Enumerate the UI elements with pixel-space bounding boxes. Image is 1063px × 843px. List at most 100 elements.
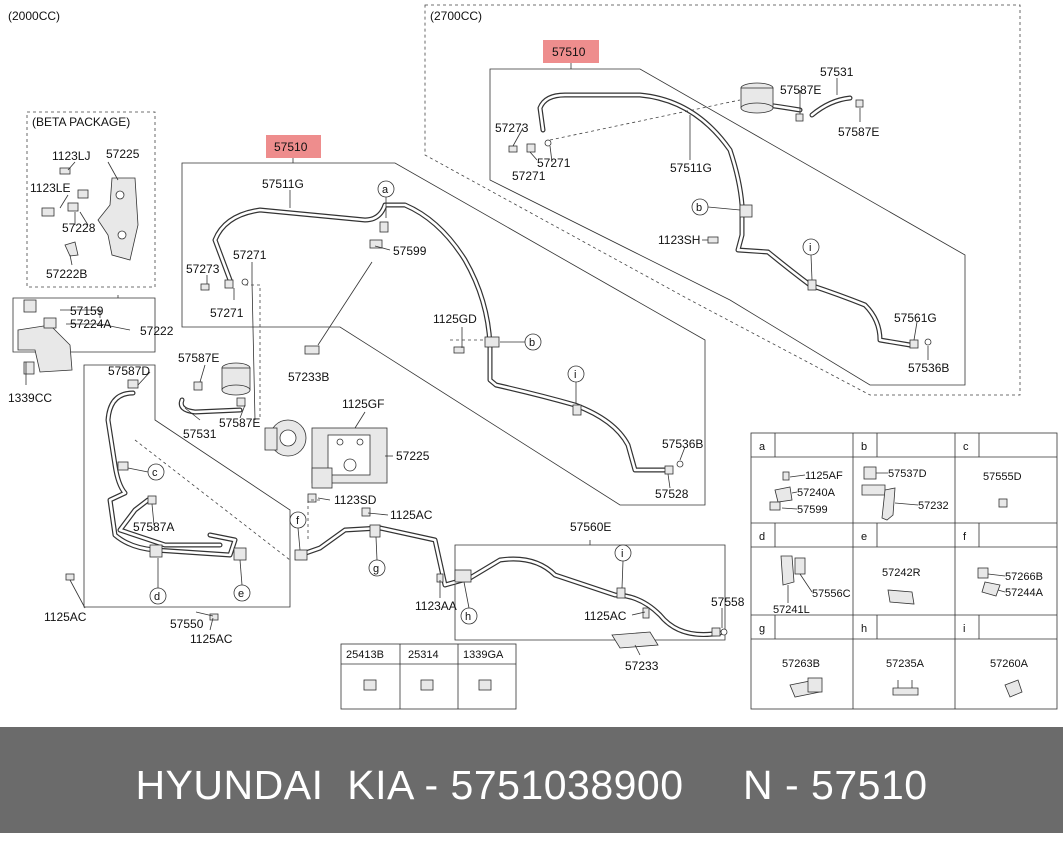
svg-text:1125AC: 1125AC [190,632,233,646]
callout-circles: a b c d e f g h i b i i [127,180,820,625]
leader-lines [25,161,723,656]
svg-text:1339GA: 1339GA [463,649,504,661]
svg-text:57558: 57558 [711,595,745,609]
svg-text:1123SD: 1123SD [334,493,377,507]
svg-text:1125AF: 1125AF [805,470,843,482]
svg-text:1125AC: 1125AC [390,508,433,522]
svg-text:57531: 57531 [183,427,217,441]
legend-key-g: g [759,623,765,635]
svg-text:h: h [465,611,471,623]
reservoir-2700-icon [740,82,774,114]
legend-key-a: a [759,441,766,453]
svg-text:57222: 57222 [140,324,174,338]
svg-text:57242R: 57242R [882,567,921,579]
variant-label-2000cc: (2000CC) [8,9,60,23]
svg-text:1125AC: 1125AC [584,609,627,623]
svg-text:57550: 57550 [170,617,204,631]
variant-label-2700cc: (2700CC) [430,9,482,23]
svg-text:i: i [809,242,811,254]
region-2700cc [424,4,1021,396]
svg-text:f: f [296,515,300,527]
legend-key-e: e [861,531,867,543]
svg-text:25314: 25314 [408,649,439,661]
highlight-box-left [266,135,321,158]
part-number-text: HYUNDAI KIA - 5751038900 N - 57510 [135,762,928,808]
svg-text:57599: 57599 [797,504,828,516]
svg-text:57271: 57271 [210,306,244,320]
svg-text:57271: 57271 [537,156,571,170]
svg-text:57537D: 57537D [888,468,927,480]
svg-text:1125GD: 1125GD [433,312,477,326]
svg-text:25413B: 25413B [346,649,384,661]
svg-text:57587E: 57587E [780,83,821,97]
svg-text:57273: 57273 [495,121,529,135]
label-57225-beta: 57225 [106,147,140,161]
pump-mount-bracket-icon [17,299,73,375]
svg-text:57587E: 57587E [178,351,219,365]
svg-text:57587E: 57587E [838,125,879,139]
reservoir-2000-icon [221,362,251,396]
svg-text:57263B: 57263B [782,658,820,670]
svg-text:57587A: 57587A [133,520,174,534]
svg-text:a: a [382,184,389,196]
svg-text:1123AA: 1123AA [415,599,457,613]
svg-text:57159: 57159 [70,304,104,318]
part-labels-2000cc: 57511G 57271 57273 57271 57599 57233B 57… [8,177,745,673]
svg-text:g: g [373,563,379,575]
label-57222b: 57222B [46,267,87,281]
legend-key-f: f [963,531,967,543]
label-1123le: 1123LE [30,181,70,195]
assembly-frame-left [181,162,706,506]
svg-text:57266B: 57266B [1005,571,1043,583]
svg-text:e: e [238,588,244,600]
return-frame [454,544,726,641]
svg-text:57260A: 57260A [990,658,1029,670]
svg-text:57528: 57528 [655,487,689,501]
highlight-box-right [543,40,599,63]
fastener-table: 25413B 25314 1339GA [340,643,517,710]
svg-text:57225: 57225 [396,449,430,463]
svg-text:57556C: 57556C [812,588,851,600]
svg-text:b: b [696,202,702,214]
svg-text:57232: 57232 [918,500,949,512]
svg-text:1123SH: 1123SH [658,233,700,247]
assembly-frame-right [489,68,966,386]
fitting-icons [65,99,932,649]
svg-text:57273: 57273 [186,262,220,276]
legend-key-h: h [861,623,867,635]
legend-key-b: b [861,441,867,453]
svg-text:57587D: 57587D [108,364,150,378]
beta-package-box [26,111,156,288]
legend-key-c: c [963,441,969,453]
svg-text:57224A: 57224A [70,317,111,331]
legend-key-i: i [963,623,965,635]
svg-text:57536B: 57536B [908,361,949,375]
svg-text:57241L: 57241L [773,604,810,616]
svg-text:57511G: 57511G [670,161,712,175]
legend-grid: a b c d e f g h i 1125AF 57240A 57599 57… [750,432,1058,710]
power-steering-pump-icon [311,427,388,489]
svg-text:57511G: 57511G [262,177,304,191]
svg-text:i: i [574,369,576,381]
pump-pulley-icon [264,419,307,457]
svg-text:c: c [152,467,158,479]
svg-text:57244A: 57244A [1005,587,1044,599]
svg-text:57233B: 57233B [288,370,329,384]
svg-text:1125GF: 1125GF [342,397,384,411]
svg-text:57271: 57271 [233,248,267,262]
svg-text:57240A: 57240A [797,487,836,499]
svg-text:57555D: 57555D [983,471,1022,483]
svg-text:57531: 57531 [820,65,854,79]
part-number-banner: HYUNDAI KIA - 5751038900 N - 57510 [0,727,1063,833]
svg-text:b: b [529,337,535,349]
svg-text:57536B: 57536B [662,437,703,451]
svg-text:57271: 57271 [512,169,546,183]
highlight-label-left: 57510 [274,140,308,154]
parts-diagram: (2000CC) (2700CC) (BETA PACKAGE) 57510 5… [8,4,1058,710]
label-57228: 57228 [62,221,96,235]
hose-frame-left [83,364,291,608]
svg-text:57561G: 57561G [894,311,937,325]
svg-text:57587E: 57587E [219,416,260,430]
svg-text:i: i [621,548,623,560]
part-labels-2700cc: 57531 57587E 57587E 57273 57271 57271 57… [495,65,949,375]
